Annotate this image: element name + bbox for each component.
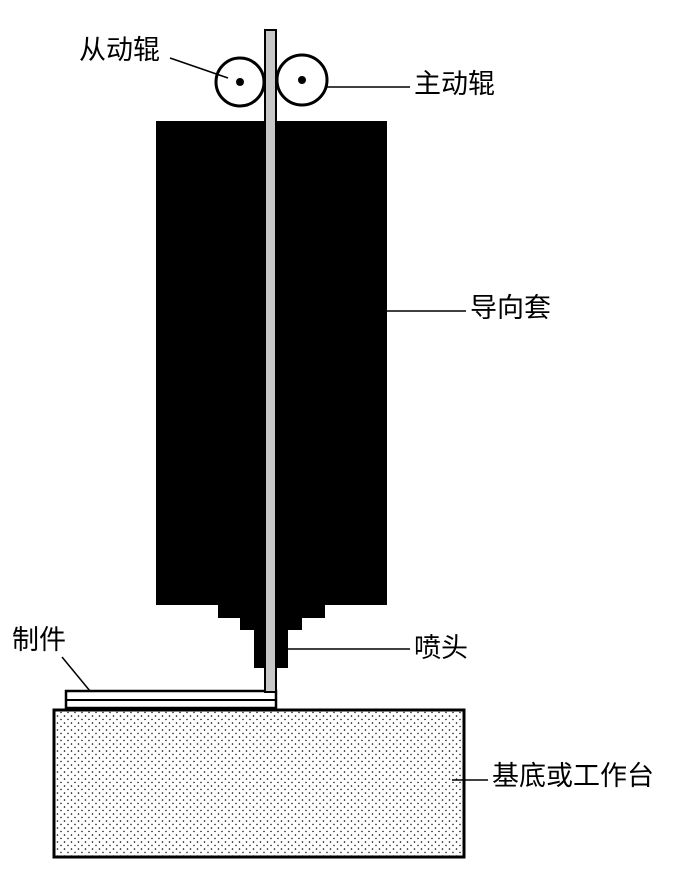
drive-roller-label: 主动辊 — [414, 69, 495, 100]
leader-part — [61, 656, 91, 692]
nozzle-label: 喷头 — [414, 633, 468, 664]
part-label: 制件 — [12, 625, 66, 656]
driven-roller-axle — [236, 78, 244, 86]
base-platform — [52, 708, 466, 859]
driven-roller-label: 从动辊 — [79, 35, 160, 66]
filament — [264, 29, 277, 693]
guide-sleeve-label: 导向套 — [470, 293, 551, 324]
base-label: 基底或工作台 — [492, 761, 654, 792]
leader-driven-roller — [169, 57, 229, 79]
drive-roller-axle — [298, 76, 306, 84]
